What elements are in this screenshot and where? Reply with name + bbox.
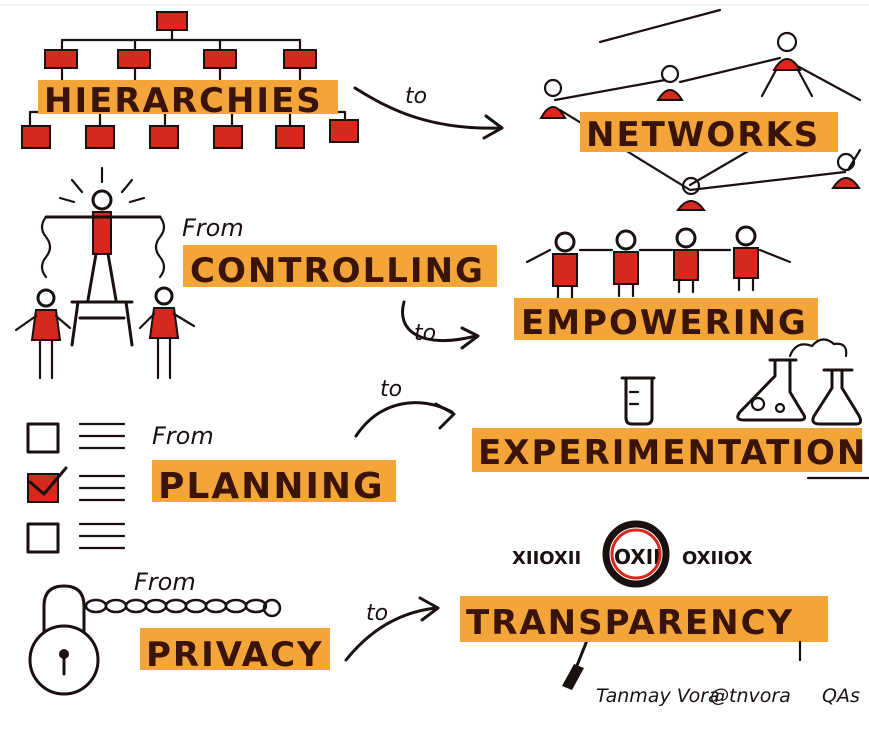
joiner-to-2: to <box>414 321 436 346</box>
planning-highlight <box>152 460 396 502</box>
arrow-to-4 <box>344 606 438 662</box>
arrow-to-2 <box>401 300 478 342</box>
org-chart-icon <box>21 11 359 149</box>
credit-handle: @tnvora <box>710 685 791 707</box>
arrow-head-4 <box>418 596 440 622</box>
arrow-head-1 <box>482 114 504 140</box>
word-experimentation: EXPERIMENTATION <box>478 433 867 473</box>
word-hierarchies: HIERARCHIES <box>44 81 323 121</box>
arrow-head-3 <box>434 402 456 430</box>
networks-highlight <box>580 112 838 152</box>
transparency-highlight <box>460 596 828 642</box>
word-controlling: CONTROLLING <box>190 251 485 291</box>
hierarchies-highlight <box>38 80 338 114</box>
leader-puppeteer-icon <box>14 166 196 380</box>
padlock-chain-icon <box>28 584 282 696</box>
credit-site: QAs <box>822 685 860 707</box>
joiner-to-3: to <box>380 377 402 402</box>
from-label-4: From <box>134 568 196 596</box>
experimentation-highlight <box>472 428 862 472</box>
from-label-3: From <box>152 422 214 450</box>
joiner-to-4: to <box>366 601 388 626</box>
checklist-icon <box>26 422 126 554</box>
arrow-head-2 <box>460 326 480 350</box>
word-privacy: PRIVACY <box>146 635 324 675</box>
from-label-2: From <box>182 214 244 242</box>
binary-focus: OXII <box>614 545 661 569</box>
arrow-to-3 <box>354 401 454 438</box>
lab-flask-icon <box>620 338 863 426</box>
binary-left: XIIOXII <box>512 548 581 569</box>
arrow-to-1 <box>353 86 502 130</box>
word-empowering: EMPOWERING <box>521 303 808 343</box>
people-network-icon <box>539 8 862 211</box>
word-transparency: TRANSPARENCY <box>466 603 794 643</box>
joiner-to-1: to <box>405 84 427 109</box>
privacy-highlight <box>140 628 330 670</box>
word-planning: PLANNING <box>158 466 385 507</box>
binary-right: OXIIOX <box>682 548 753 569</box>
credit-author: Tanmay Vora <box>596 685 720 707</box>
binary-strip: XIIOXII OXII OXIIOX <box>512 545 753 569</box>
word-networks: NETWORKS <box>586 115 820 155</box>
empowering-highlight <box>514 298 818 340</box>
people-chain-icon <box>525 225 792 300</box>
controlling-highlight <box>183 245 497 287</box>
